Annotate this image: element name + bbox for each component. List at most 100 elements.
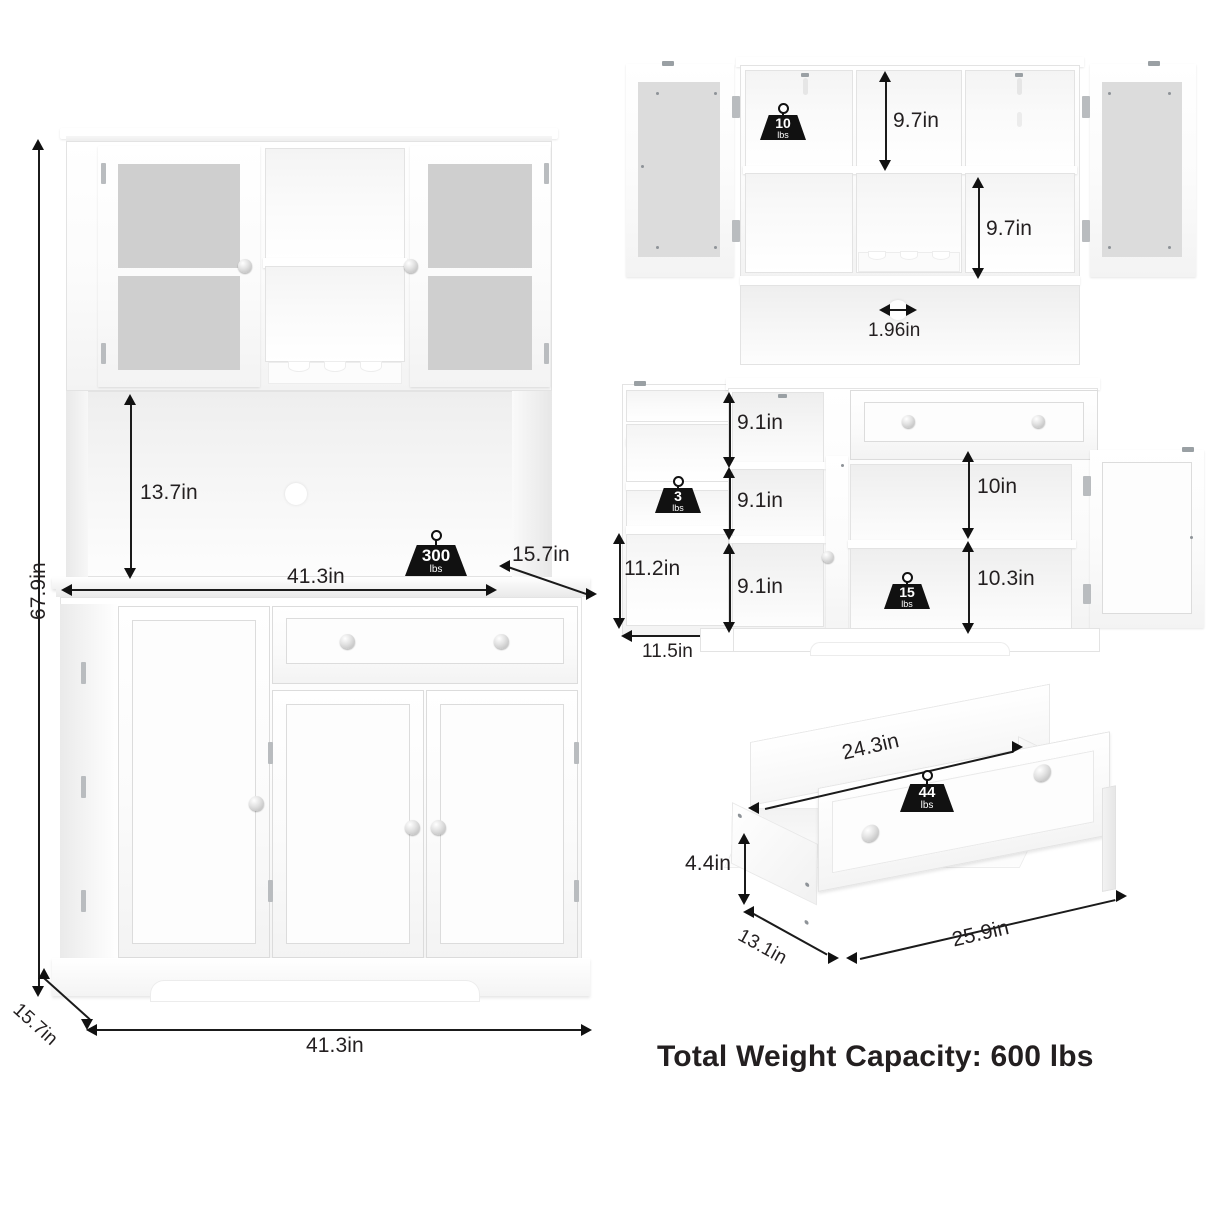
- base-open-door-right-inset: [1102, 462, 1192, 614]
- base-door-left[interactable]: [118, 606, 270, 958]
- wine-rack-notch: [360, 361, 382, 372]
- hutch-door-right-hinge-top: [544, 163, 549, 184]
- weight-badge-body: 3 lbs: [655, 488, 701, 513]
- base-door-center-panel-inset: [286, 704, 410, 944]
- opening-height-arrow-bottom: [123, 568, 136, 579]
- countertop-slab: [52, 577, 590, 589]
- base-open-door-center-knob[interactable]: [822, 551, 834, 563]
- base-door-center-hinge-top: [268, 742, 273, 764]
- wine-rack-notch: [900, 251, 918, 260]
- left-shelf1-arrow-bottom: [722, 457, 735, 468]
- drawer-side-screw-bot: [804, 919, 809, 926]
- hutch-top-cap-bevel: [66, 136, 552, 143]
- hutch-open-cubby-r1c1: [745, 70, 853, 168]
- drawer-side-screw-top: [737, 812, 742, 819]
- side-module-bay-2: [626, 424, 738, 482]
- cubby-lower-label: 9.7in: [986, 217, 1033, 240]
- drawer-height-label: 4.4in: [685, 852, 732, 875]
- side-shelf-height-arrow-bottom: [612, 618, 625, 629]
- side-module-bay-1: [626, 390, 738, 422]
- base-door-right-knob[interactable]: [431, 820, 446, 835]
- weight-badge-value: 300: [421, 545, 451, 565]
- base-drawer-knob-left[interactable]: [340, 634, 355, 649]
- base-open-drawer-knob-left[interactable]: [902, 415, 915, 428]
- hutch-door-left[interactable]: [98, 146, 260, 387]
- drawer-height-dim-line: [744, 842, 746, 896]
- base-door-left-hinge-bottom: [81, 890, 86, 912]
- base-open-drawer-knob-right[interactable]: [1032, 415, 1045, 428]
- side-module-shelf-3: [626, 526, 738, 534]
- drawer-height-arrow-top: [737, 833, 750, 844]
- hutch-open-midshelf: [740, 276, 1080, 285]
- left-shelf3-arrow-top: [722, 543, 735, 554]
- door-catch-screw: [1190, 536, 1193, 539]
- base-door-right-hinge-bottom: [574, 880, 579, 902]
- side-shelf-width-label: 11.5in: [642, 641, 693, 662]
- drawer-front-right-edge: [1102, 785, 1116, 892]
- drawer-weight-badge: 44 lbs: [900, 770, 954, 812]
- weight-badge-value: 15: [899, 583, 915, 600]
- side-shelf-width-arrow-left: [621, 629, 632, 642]
- base-drawer-knob-right[interactable]: [494, 634, 509, 649]
- base-open-drawer[interactable]: [850, 390, 1098, 460]
- hutch-door-left-glass-upper: [118, 164, 240, 268]
- left-shelf1-dim-line: [729, 401, 731, 459]
- hutch-door-left-hinge-top: [101, 163, 106, 184]
- hutch-middle-shelf: [263, 258, 407, 268]
- shelf-pin-slot: [1017, 112, 1022, 127]
- hutch-door-left-knob[interactable]: [238, 259, 252, 273]
- base-open-left-bay-2: [732, 469, 824, 539]
- hutch-door-right-knob[interactable]: [404, 259, 418, 273]
- weight-badge-value: 10: [775, 114, 791, 131]
- top-width-arrow-right: [486, 583, 497, 596]
- weight-badge-body: 15 lbs: [884, 584, 930, 609]
- bottom-width-dim-line: [95, 1029, 585, 1031]
- hutch-open-appliance-opening: [740, 285, 1080, 365]
- cubby-upper-dim-line: [885, 80, 887, 162]
- hutch-open-door-left-glass: [638, 82, 720, 257]
- top-depth-label: 15.7in: [512, 543, 570, 566]
- wine-rack-notch: [288, 361, 310, 372]
- base-toe-kick-arch: [150, 980, 480, 1002]
- height-dim-label: 67.9in: [27, 562, 50, 620]
- left-shelf3-arrow-bottom: [722, 622, 735, 633]
- base-door-left-knob[interactable]: [249, 796, 264, 811]
- base-open-left-bay-1: [732, 392, 824, 465]
- base-door-center[interactable]: [272, 690, 424, 958]
- side-shelf-height-arrow-top: [612, 533, 625, 544]
- base-open-view: 3 lbs 11.2in 11.5in: [600, 370, 1214, 670]
- hutch-door-right[interactable]: [404, 146, 550, 387]
- base-open-door-right[interactable]: [1090, 447, 1204, 628]
- hinge-screw: [1168, 246, 1171, 249]
- left-shelf2-dim-line: [729, 476, 731, 531]
- side-module-bay-4: [626, 534, 738, 626]
- cubby-upper-arrow-bottom: [879, 160, 891, 171]
- top-width-label: 41.3in: [287, 565, 345, 588]
- base-open-left-shelf-1: [730, 462, 826, 469]
- base-open-door-center[interactable]: [822, 456, 848, 646]
- hutch-open-door-right[interactable]: [1090, 61, 1196, 277]
- weight-badge-unit: lbs: [920, 800, 934, 811]
- drawer-inner-width-arrow-left: [748, 802, 759, 814]
- appliance-opening-right-wall: [512, 391, 552, 577]
- cubby-lower-dim-line: [978, 186, 980, 270]
- left-shelf2-label: 9.1in: [737, 489, 784, 512]
- hutch-open-left-hinge-bottom: [732, 220, 740, 242]
- base-drawer[interactable]: [272, 606, 578, 684]
- hutch-open-door-left[interactable]: [626, 61, 734, 277]
- wine-rack-notch: [324, 361, 346, 372]
- side-shelf-width-dim-line: [630, 635, 736, 637]
- wine-rack-notch: [932, 251, 950, 260]
- base-door-center-knob[interactable]: [405, 820, 420, 835]
- drawer-inner-width-arrow-right: [1012, 741, 1023, 753]
- weight-badge-body: 300 lbs: [405, 545, 467, 576]
- base-open-top-slab: [726, 378, 1100, 390]
- hinge-screw: [1108, 92, 1111, 95]
- hutch-middle-cubby-lower: [265, 266, 405, 362]
- base-open-right-bay-lower: [850, 548, 1072, 630]
- hutch-open-right-hinge-bottom: [1082, 220, 1090, 242]
- base-door-right[interactable]: [426, 690, 578, 958]
- side-shelf-height-dim-line: [619, 542, 621, 620]
- hutch-shelf-weight-badge: 10 lbs: [760, 103, 806, 140]
- door-pin: [841, 464, 844, 467]
